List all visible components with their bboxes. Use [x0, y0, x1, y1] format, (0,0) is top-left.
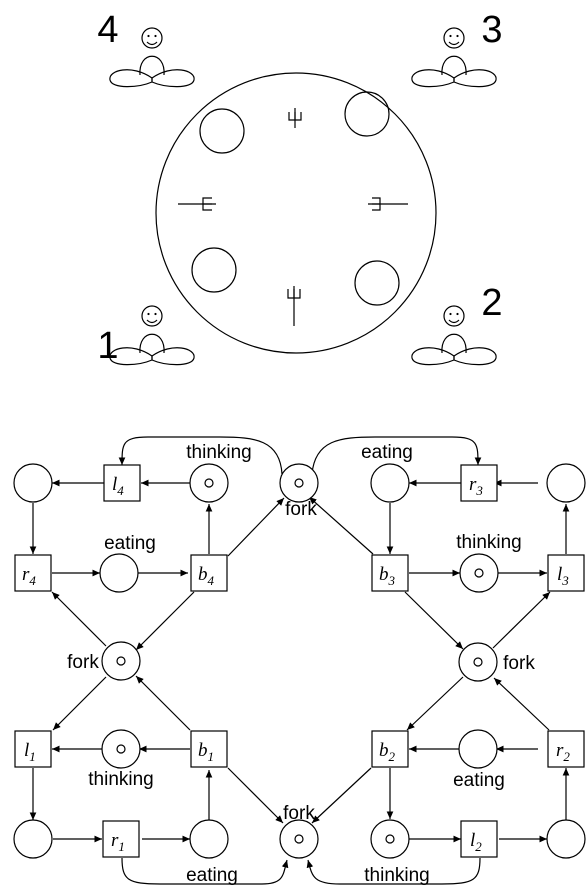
transition-label-b3: b3	[379, 564, 396, 588]
transition-l2	[460, 820, 498, 858]
place-fork-left	[101, 641, 141, 681]
place-eating-2	[458, 729, 498, 769]
token	[116, 744, 126, 754]
arc	[227, 497, 285, 557]
place-fork-bottom	[279, 819, 319, 859]
place-thinking-1	[101, 729, 141, 769]
arc	[492, 591, 551, 649]
transition-l4	[103, 464, 141, 502]
arc	[121, 857, 289, 885]
label-fork: fork	[283, 803, 315, 824]
place-thinking-3	[459, 553, 499, 593]
label-fork: fork	[67, 652, 99, 673]
transition-r1	[102, 820, 140, 858]
label-fork: fork	[503, 653, 535, 674]
token	[204, 478, 214, 488]
arc	[311, 767, 372, 824]
transition-label-l2: l2	[470, 830, 482, 854]
fork-icon	[368, 197, 408, 211]
transition-label-l1: l1	[24, 740, 36, 764]
philosopher-number-4: 4	[97, 9, 118, 51]
place	[13, 819, 53, 859]
arc	[51, 591, 107, 647]
arc	[308, 496, 374, 555]
plate	[199, 108, 245, 154]
place-thinking-4	[189, 463, 229, 503]
transition-label-l4: l4	[112, 474, 124, 498]
token	[385, 834, 395, 844]
philosopher-1	[109, 305, 195, 366]
label-eating: eating	[453, 770, 505, 791]
transition-label-b1: b1	[198, 740, 214, 764]
place-fork-top	[279, 463, 319, 503]
table	[155, 72, 437, 354]
transition-b1	[190, 730, 228, 768]
token	[294, 478, 304, 488]
philosopher-number-2: 2	[481, 282, 502, 324]
label-thinking: thinking	[364, 865, 430, 886]
arc	[135, 591, 195, 651]
transition-label-b4: b4	[198, 564, 215, 588]
fork-icon	[288, 108, 302, 128]
transition-l1	[14, 730, 52, 768]
place	[546, 463, 586, 503]
plate	[354, 260, 400, 306]
philosopher-4	[109, 27, 195, 88]
label-thinking: thinking	[88, 769, 154, 790]
token	[473, 657, 483, 667]
token	[294, 834, 304, 844]
transition-label-r3: r3	[469, 474, 483, 498]
fork-icon	[178, 197, 216, 211]
label-fork: fork	[285, 499, 317, 520]
transition-label-r2: r2	[556, 740, 570, 764]
place-eating-1	[189, 819, 229, 859]
arc	[118, 436, 283, 475]
label-thinking: thinking	[456, 532, 522, 553]
transition-b3	[371, 554, 409, 592]
transition-r3	[460, 464, 498, 502]
label-eating: eating	[186, 865, 238, 886]
token	[474, 568, 484, 578]
transition-l3	[547, 554, 585, 592]
transition-label-l3: l3	[557, 564, 569, 588]
transition-label-r4: r4	[22, 564, 36, 588]
philosopher-number-3: 3	[481, 9, 502, 51]
place	[13, 463, 53, 503]
dining-table	[155, 72, 437, 354]
transition-label-b2: b2	[379, 740, 396, 764]
place-fork-right	[458, 642, 498, 682]
transition-r4	[14, 554, 52, 592]
arc	[406, 676, 464, 731]
arc	[227, 767, 284, 824]
place-thinking-2	[370, 819, 410, 859]
transition-b4	[190, 554, 228, 592]
philosopher-number-1: 1	[97, 325, 118, 367]
arc	[404, 591, 464, 650]
plate	[344, 91, 390, 137]
petri-net: l4 r3 r4 b4 b3 l3 l1 b1 b2 r2 r1 l2 thin…	[13, 436, 586, 886]
arc	[52, 676, 107, 731]
place	[546, 819, 586, 859]
place-eating-4	[99, 553, 139, 593]
transition-b2	[371, 730, 409, 768]
transition-label-r1: r1	[111, 830, 125, 854]
label-thinking: thinking	[186, 442, 252, 463]
token	[116, 656, 126, 666]
place	[370, 463, 410, 503]
arc	[311, 436, 482, 475]
label-eating: eating	[104, 533, 156, 554]
arc	[306, 857, 481, 885]
arc	[135, 675, 191, 731]
arc	[493, 677, 550, 731]
label-eating: eating	[361, 442, 413, 463]
transition-r2	[547, 730, 585, 768]
fork-icon	[287, 286, 301, 326]
plate	[191, 247, 237, 293]
